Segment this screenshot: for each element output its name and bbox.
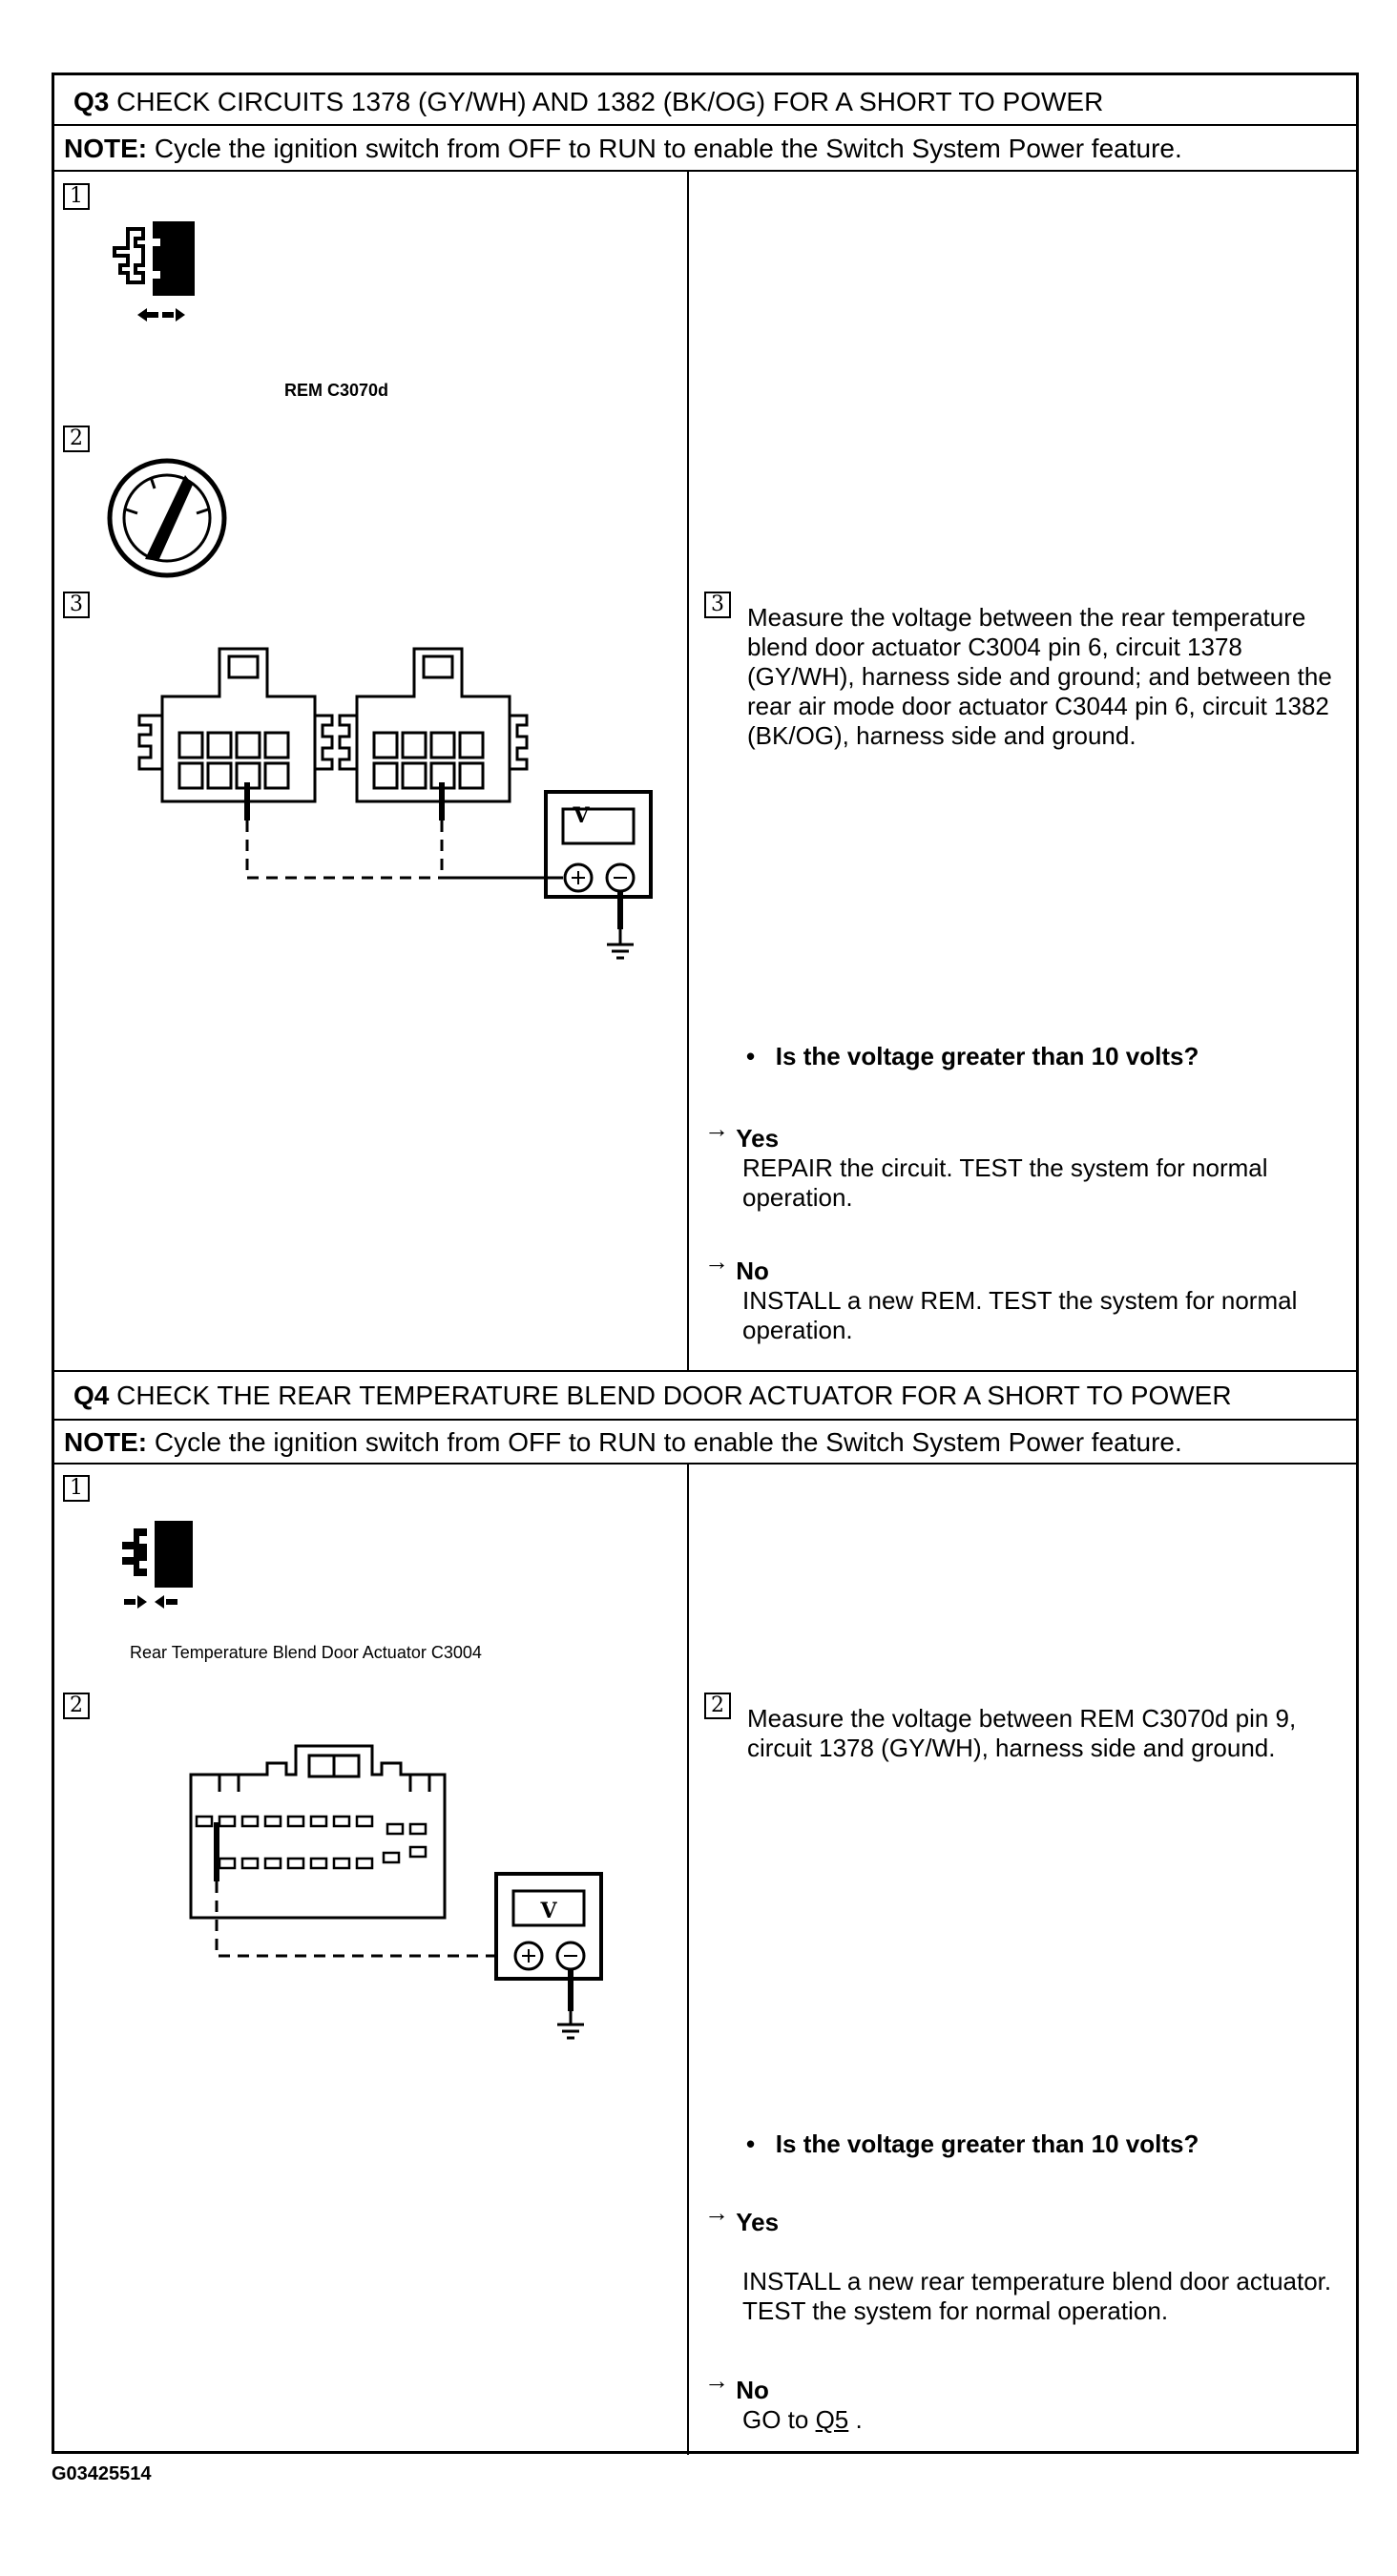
q4-instruction-marker: 2 [704, 1693, 731, 1719]
q3-instruction-marker: 3 [704, 592, 731, 618]
q3-step-1-caption: REM C3070d [284, 381, 389, 400]
q4-question-row: • Is the voltage greater than 10 volts? [746, 2129, 1199, 2159]
ignition-key-icon [107, 458, 227, 578]
arrow-glyph: → [704, 1114, 729, 1143]
q3-note-row: NOTE: Cycle the ignition switch from OFF… [64, 135, 1182, 162]
divider [54, 1463, 1356, 1465]
q4-yes-label: Yes [736, 2208, 780, 2236]
divider [54, 124, 1356, 126]
q3-instruction: Measure the voltage between the rear tem… [747, 603, 1332, 750]
column-divider [687, 170, 689, 1370]
q4-step-1-caption: Rear Temperature Blend Door Actuator C30… [130, 1643, 482, 1662]
q3-yes-row: → Yes [704, 1114, 780, 1153]
q3-question-row: • Is the voltage greater than 10 volts? [746, 1042, 1199, 1071]
q3-step-1-marker: 1 [63, 183, 90, 210]
q3-note-text: Cycle the ignition switch from OFF to RU… [154, 134, 1182, 163]
q3-step-2-marker: 2 [63, 426, 90, 452]
q3-no-text: INSTALL a new REM. TEST the system for n… [742, 1286, 1298, 1344]
q4-note-label: NOTE: [64, 1427, 148, 1457]
q3-note-label: NOTE: [64, 134, 148, 163]
q4-yes-row: → Yes [704, 2198, 780, 2237]
q4-title: CHECK THE REAR TEMPERATURE BLEND DOOR AC… [116, 1381, 1232, 1410]
q3-no-row: → No [704, 1247, 769, 1286]
figure-code: G03425514 [52, 2463, 152, 2484]
q4-instruction: Measure the voltage between REM C3070d p… [747, 1704, 1297, 1762]
arrow-glyph: → [704, 1247, 729, 1276]
bullet-glyph: • [746, 2129, 756, 2158]
q3-step-3-marker: 3 [63, 592, 90, 618]
q4-yes-text: INSTALL a new rear temperature blend doo… [742, 2267, 1332, 2325]
divider [54, 1370, 1356, 1372]
q4-no-prefix: GO to [742, 2405, 816, 2434]
q4-no-suffix: . [848, 2405, 863, 2434]
q3-yes-label: Yes [736, 1124, 780, 1153]
q3-title: CHECK CIRCUITS 1378 (GY/WH) AND 1382 (BK… [116, 87, 1104, 116]
procedure-table: Q3 CHECK CIRCUITS 1378 (GY/WH) AND 1382 … [52, 73, 1359, 2455]
connector-disconnect-icon [122, 1521, 193, 1609]
q4-note-row: NOTE: Cycle the ignition switch from OFF… [64, 1429, 1182, 1456]
q3-meter-label: V [573, 803, 590, 828]
connector-disconnect-icon [113, 221, 195, 322]
q4-step-1-marker: 1 [63, 1475, 90, 1502]
q4-no-label: No [736, 2376, 769, 2404]
divider [54, 1419, 1356, 1421]
q4-note-text: Cycle the ignition switch from OFF to RU… [154, 1427, 1182, 1457]
q3-title-row: Q3 CHECK CIRCUITS 1378 (GY/WH) AND 1382 … [73, 89, 1103, 115]
arrow-glyph: → [704, 2198, 729, 2227]
q4-no-row: → No [704, 2366, 769, 2405]
q4-step-2-marker: 2 [63, 1693, 90, 1719]
q4-label: Q4 [73, 1381, 110, 1410]
q4-question: Is the voltage greater than 10 volts? [775, 2129, 1199, 2158]
arrow-glyph: → [704, 2366, 729, 2395]
actuator-connector-diagram [189, 1744, 603, 2040]
q3-question: Is the voltage greater than 10 volts? [775, 1042, 1199, 1070]
q4-title-row: Q4 CHECK THE REAR TEMPERATURE BLEND DOOR… [73, 1382, 1232, 1409]
connector-pair-diagram [137, 647, 653, 960]
q4-meter-label: V [540, 1899, 557, 1923]
column-divider [687, 1463, 689, 2455]
bullet-glyph: • [746, 1042, 756, 1070]
q5-link[interactable]: Q5 [815, 2405, 849, 2434]
q3-no-label: No [736, 1257, 769, 1285]
divider [54, 170, 1356, 172]
q3-yes-text: REPAIR the circuit. TEST the system for … [742, 1153, 1268, 1212]
q4-no-text: GO to Q5 . [742, 2405, 1344, 2435]
q3-label: Q3 [73, 87, 110, 116]
